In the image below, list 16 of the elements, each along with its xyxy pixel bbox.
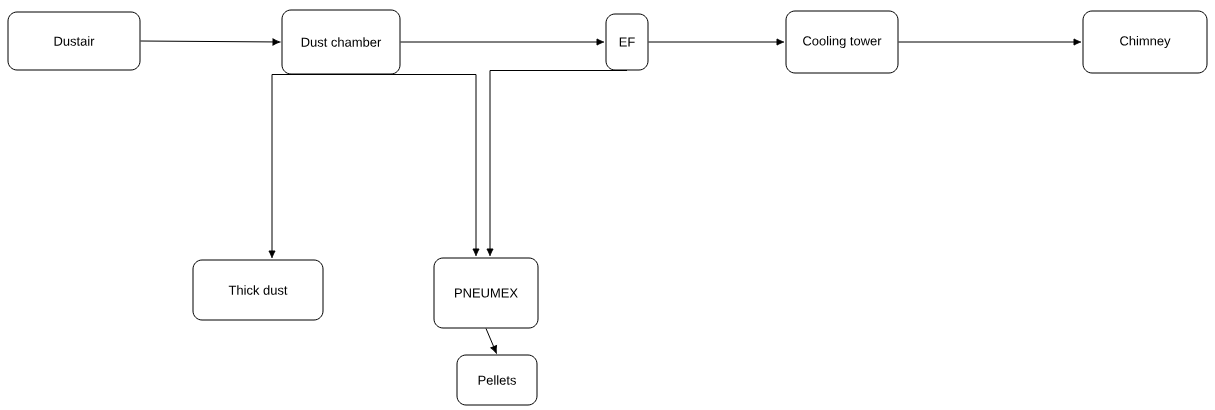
arrow	[648, 38, 785, 46]
arrow	[485, 328, 497, 354]
process-box: Thick dust	[192, 259, 324, 321]
process-box: Dustair	[7, 11, 141, 71]
process-box: Dust chamber	[281, 9, 401, 75]
process-box: PNEUMEX	[433, 257, 539, 329]
arrow	[400, 74, 480, 257]
arrow	[898, 38, 1082, 46]
process-box: Chimney	[1082, 10, 1208, 74]
arrow	[140, 38, 281, 46]
process-box: EF	[605, 13, 649, 71]
arrow	[268, 74, 402, 259]
arrow	[486, 70, 628, 257]
arrow	[400, 38, 605, 46]
process-box: Pellets	[456, 354, 538, 406]
process-box: Cooling tower	[785, 10, 899, 74]
